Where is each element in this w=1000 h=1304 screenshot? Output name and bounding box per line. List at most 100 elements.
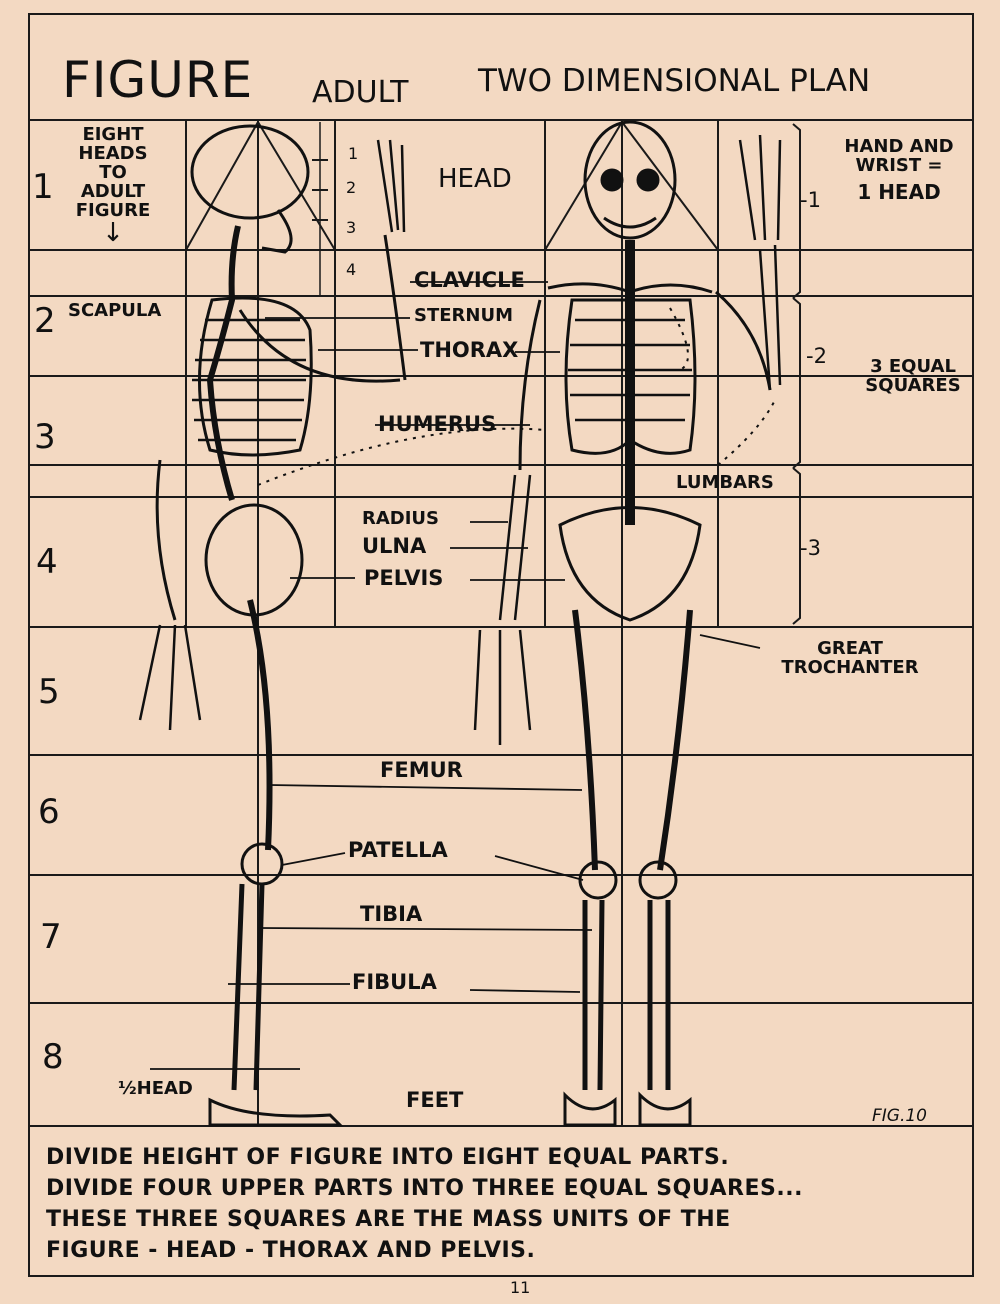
head-number-1: 1	[32, 167, 54, 207]
side-jaw	[261, 209, 293, 254]
head-number-3: 3	[34, 417, 56, 457]
note-line: EIGHT	[82, 124, 144, 145]
front-forearm-right	[758, 244, 782, 391]
side-humerus	[238, 309, 401, 383]
bracket	[792, 123, 801, 299]
front-pelvis	[558, 506, 702, 622]
dotted-arc	[257, 427, 546, 486]
side-forearm	[383, 234, 407, 381]
bracket	[792, 297, 801, 469]
leader-trochanter	[699, 634, 761, 649]
label-tibia: TIBIA	[360, 902, 423, 926]
label-great-trochanter: GREAT TROCHANTER	[750, 638, 950, 678]
head-number-5: 5	[38, 672, 60, 712]
note-line: 3 EQUAL	[870, 356, 956, 377]
outer-frame	[28, 13, 974, 1277]
front-lower-leg-left	[582, 899, 605, 1091]
label-half-head: ½HEAD	[118, 1078, 193, 1099]
front-humerus-right	[715, 290, 772, 391]
label-humerus: HUMERUS	[378, 412, 497, 436]
label-ulna: ULNA	[362, 534, 427, 558]
hand-tick-1: 1	[348, 144, 359, 163]
label-femur: FEMUR	[380, 758, 463, 782]
bracket	[792, 467, 801, 625]
front-femur-right	[657, 609, 693, 871]
front-femur-left	[572, 609, 598, 871]
label-sternum: STERNUM	[414, 305, 513, 326]
leader-fibula	[228, 983, 581, 993]
side-hand	[138, 624, 202, 731]
label-pelvis: PELVIS	[364, 566, 444, 590]
label-fibula: FIBULA	[352, 970, 437, 994]
note-line: ADULT	[80, 180, 146, 202]
side-skull	[190, 124, 310, 220]
label-feet: FEET	[406, 1088, 464, 1112]
front-raised-hand	[738, 134, 782, 241]
label-patella: PATELLA	[348, 838, 448, 862]
front-lower-leg-right	[647, 900, 671, 1090]
head-number-4: 4	[36, 542, 58, 582]
head-number-8: 8	[42, 1037, 64, 1077]
label-head: HEAD	[438, 164, 512, 194]
front-humerus-left	[518, 299, 542, 471]
subtitle-plan: TWO DIMENSIONAL PLAN	[478, 63, 871, 99]
side-ribs	[192, 318, 306, 442]
head-triangle-front	[544, 121, 719, 251]
hand-tick-4: 4	[346, 260, 357, 279]
side-patella	[240, 842, 284, 886]
hand-wrist-note: HAND AND WRIST = 1 HEAD	[828, 136, 970, 203]
note-line: HAND AND	[844, 136, 954, 157]
side-skeleton	[138, 124, 407, 1127]
leader-patella-front	[494, 855, 584, 881]
side-raised-hand	[376, 139, 406, 233]
side-pelvis	[204, 503, 304, 617]
caption-line: THESE THREE SQUARES ARE THE MASS UNITS O…	[46, 1207, 731, 1232]
front-foot-right	[638, 1091, 692, 1127]
side-hanging-arm	[155, 459, 177, 621]
leader-femur	[269, 784, 583, 791]
subtitle-adult: ADULT	[312, 75, 409, 110]
caption-line: DIVIDE FOUR UPPER PARTS INTO THREE EQUAL…	[46, 1176, 803, 1201]
front-ribs	[568, 318, 692, 422]
hand-tick-2: 2	[346, 178, 357, 197]
front-foot-left	[563, 1091, 617, 1127]
side-spine	[206, 225, 241, 501]
head-triangle-side	[185, 121, 336, 251]
side-foot	[208, 1097, 344, 1127]
front-patella-left	[578, 860, 618, 900]
dotted-arc	[717, 399, 776, 466]
side-tibia-fibula	[231, 883, 265, 1091]
front-ribcage	[564, 298, 697, 455]
front-skeleton	[473, 120, 782, 1127]
caption-line: DIVIDE HEIGHT OF FIGURE INTO EIGHT EQUAL…	[46, 1145, 730, 1170]
trochanter-line: GREAT	[817, 638, 883, 659]
label-radius: RADIUS	[362, 508, 440, 529]
label-clavicle: CLAVICLE	[414, 268, 525, 292]
note-line: TO	[99, 161, 127, 183]
hand-tick-3: 3	[346, 218, 357, 237]
eight-heads-note: EIGHT HEADS TO ADULT FIGURE ↓	[58, 124, 168, 249]
leader-patella-side	[281, 852, 346, 866]
bracket-number-2: -2	[806, 344, 827, 368]
front-hand-left	[473, 629, 532, 745]
bracket-number-1: -1	[800, 188, 821, 212]
down-arrow-icon: ↓	[102, 218, 124, 249]
front-skull	[583, 120, 677, 240]
label-lumbars: LUMBARS	[676, 472, 774, 493]
head-number-6: 6	[38, 792, 60, 832]
caption-line: FIGURE - HEAD - THORAX AND PELVIS.	[46, 1238, 536, 1263]
eye-socket	[600, 168, 624, 192]
label-thorax: THORAX	[420, 338, 519, 362]
eye-socket	[636, 168, 660, 192]
figure-title: FIGURE	[62, 51, 254, 109]
note-line: HEADS	[78, 142, 148, 164]
note-line: FIGURE	[75, 199, 151, 221]
side-ribcage	[197, 296, 313, 457]
head-number-7: 7	[40, 917, 62, 957]
bracket-number-3: -3	[800, 536, 821, 560]
page-number: 11	[510, 1278, 531, 1297]
front-clavicle	[547, 282, 713, 294]
note-line: WRIST =	[855, 154, 943, 176]
